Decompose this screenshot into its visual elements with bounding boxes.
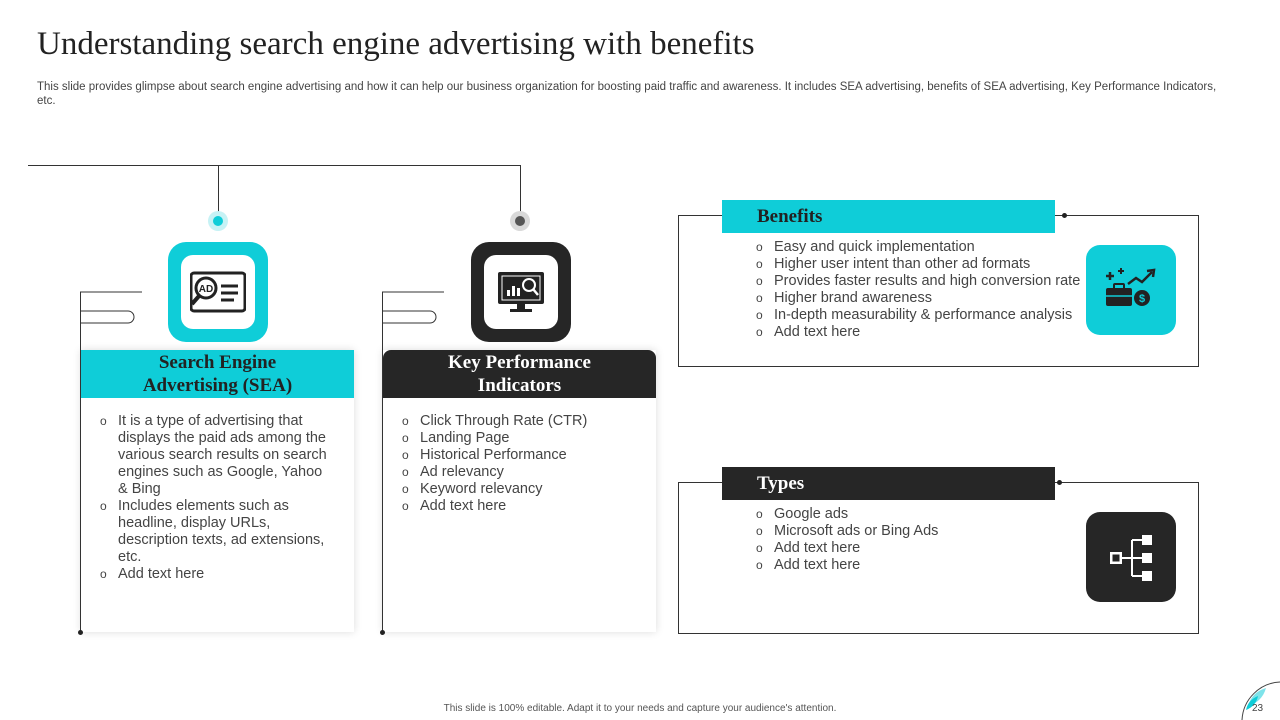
list-item: Microsoft ads or Bing Ads (756, 523, 1076, 540)
list-item: Click Through Rate (CTR) (402, 413, 642, 430)
list-item: Landing Page (402, 430, 642, 447)
corner-decoration (1241, 681, 1280, 720)
sea-heading: Search Engine Advertising (SEA) (81, 350, 354, 398)
list-item: Provides faster results and high convers… (756, 273, 1086, 290)
list-item: Historical Performance (402, 447, 642, 464)
top-connector-line (28, 165, 521, 166)
list-item: Keyword relevancy (402, 481, 642, 498)
list-item: Google ads (756, 506, 1076, 523)
hierarchy-icon (1110, 535, 1152, 581)
page-number: 23 (1252, 703, 1264, 714)
sea-connector-node (208, 211, 228, 231)
kpi-connector-node (510, 211, 530, 231)
types-heading: Types (722, 467, 1055, 500)
list-item: Add text here (756, 324, 1086, 341)
benefits-connector-dot (1062, 213, 1067, 218)
list-item: Add text here (756, 540, 1076, 557)
kpi-heading: Key Performance Indicators (383, 350, 656, 398)
sea-bottom-dot (78, 630, 83, 635)
benefits-heading: Benefits (722, 200, 1055, 233)
svg-text:AD: AD (199, 284, 213, 295)
sea-list: It is a type of advertising that display… (100, 413, 330, 583)
slide-footer: This slide is 100% editable. Adapt it to… (443, 703, 837, 714)
list-item: Higher user intent than other ad formats (756, 256, 1086, 273)
benefits-list: Easy and quick implementation Higher use… (756, 239, 1086, 341)
list-item: Ad relevancy (402, 464, 642, 481)
types-connector-dot (1057, 480, 1062, 485)
benefits-icon-tile: $ (1086, 245, 1176, 335)
kpi-bottom-dot (380, 630, 385, 635)
sea-bracket (80, 291, 142, 324)
slide-title: Understanding search engine advertising … (37, 26, 755, 62)
monitor-analytics-icon (498, 272, 544, 312)
types-icon-tile (1086, 512, 1176, 602)
sea-icon-tile: AD (168, 242, 268, 342)
svg-text:$: $ (1139, 293, 1145, 305)
kpi-list: Click Through Rate (CTR) Landing Page Hi… (402, 413, 642, 515)
sea-drop-line (218, 165, 219, 212)
list-item: Add text here (756, 557, 1076, 574)
kpi-drop-line (520, 165, 521, 212)
sea-left-line (80, 292, 81, 632)
types-list: Google ads Microsoft ads or Bing Ads Add… (756, 506, 1076, 574)
list-item: Add text here (402, 498, 642, 515)
list-item: Add text here (100, 566, 330, 583)
ad-search-icon: AD (190, 271, 246, 313)
kpi-bracket (382, 291, 444, 324)
list-item: Includes elements such as headline, disp… (100, 498, 330, 566)
list-item: It is a type of advertising that display… (100, 413, 330, 498)
growth-briefcase-icon: $ (1106, 268, 1156, 306)
slide-subtitle: This slide provides glimpse about search… (37, 81, 1217, 107)
kpi-left-line (382, 292, 383, 632)
list-item: Higher brand awareness (756, 290, 1086, 307)
list-item: Easy and quick implementation (756, 239, 1086, 256)
list-item: In-depth measurability & performance ana… (756, 307, 1086, 324)
kpi-icon-tile (471, 242, 571, 342)
